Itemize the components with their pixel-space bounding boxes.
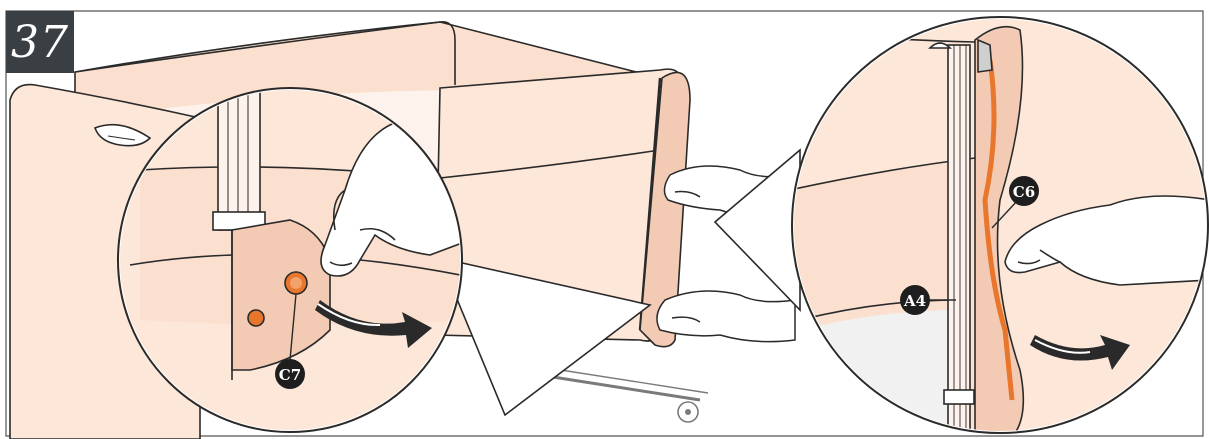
detail-magnifier-right: C6 A4 (715, 15, 1209, 439)
button-icon (248, 310, 264, 326)
callout-a4-label: A4 (903, 292, 926, 310)
callout-c6-label: C6 (1013, 183, 1035, 201)
frame-pole (218, 90, 260, 230)
callout-c7-label: C7 (279, 366, 301, 384)
frame-pole-a4 (948, 45, 970, 439)
hand-icon (657, 291, 795, 342)
top-clip (978, 40, 992, 72)
step-number: 37 (11, 17, 69, 68)
step-number-badge: 37 (6, 11, 74, 73)
